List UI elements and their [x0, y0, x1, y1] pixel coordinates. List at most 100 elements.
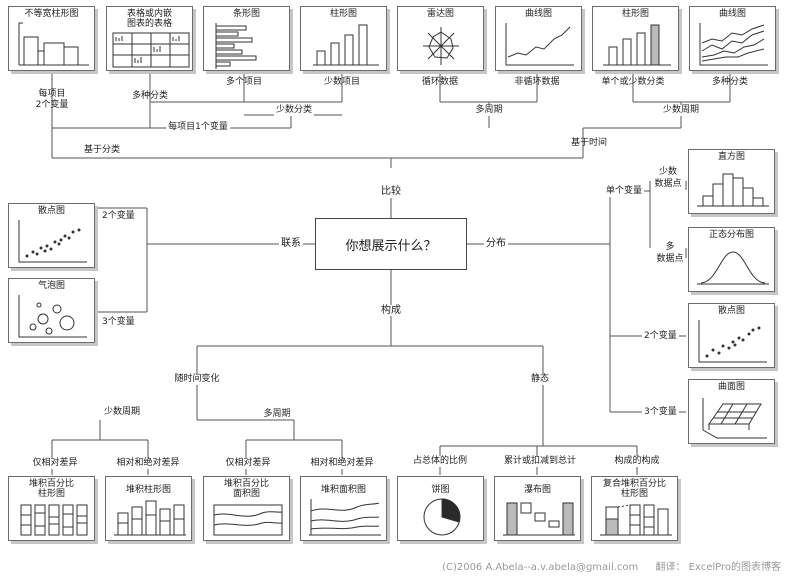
bubble-chart-icon [18, 295, 87, 338]
column-chart-box: 柱形图 [300, 6, 387, 71]
line-chart-icon [505, 23, 574, 66]
scatter-chart-icon [18, 220, 87, 263]
three-vars-label: 3个变量 [102, 317, 135, 327]
stacked-pct-area-icon [213, 504, 283, 536]
few-periods-label: 少数周期 [660, 105, 702, 116]
few-periods-comp-label: 少数周期 [103, 407, 141, 417]
chart-title: 雷达图 [426, 9, 454, 19]
one-var-per-item-label: 每项目1个变量 [166, 122, 230, 133]
single-or-few-categories-label: 单个或少数分类 [601, 77, 665, 87]
chart-title: 饼图 [431, 485, 450, 495]
chart-title: 正态分布图 [708, 230, 754, 240]
normal-distribution-icon [697, 251, 769, 285]
relative-only-label-2: 仅相对差异 [223, 458, 273, 469]
chart-title: 堆积面积图 [320, 485, 366, 495]
distribution-branch-label: 分布 [484, 238, 508, 249]
line-chart-2-box: 曲线图 [689, 6, 776, 71]
chart-title: 瀑布图 [523, 485, 551, 495]
stacked-pct-column-sub-icon [600, 504, 672, 536]
based-on-category-label: 基于分类 [83, 145, 121, 155]
surface-chart-icon [702, 398, 767, 439]
column-chart-2-box: 柱形图 [592, 6, 679, 71]
cyclic-label: 循环数据 [421, 77, 459, 87]
column-chart-2-icon [603, 24, 671, 66]
chart-title: 堆积百分比 柱形图 [28, 479, 74, 499]
bar-chart-icon [215, 23, 257, 69]
few-categories-label: 少数分类 [273, 105, 315, 116]
many-periods-label: 多周期 [473, 105, 505, 116]
relationship-branch-label: 联系 [279, 238, 303, 249]
stacked-column-box: 堆积柱形图 [105, 476, 192, 541]
scatter-chart-2-box: 散点图 [688, 303, 775, 368]
stacked-pct-column-icon [20, 504, 88, 536]
over-time-label: 随时间变化 [172, 374, 222, 385]
many-categories-label: 多种分类 [131, 91, 169, 101]
pie-chart-icon [423, 498, 461, 536]
relative-absolute-label-2: 相对和绝对差异 [308, 458, 376, 469]
chart-title: 散点图 [37, 206, 65, 216]
composition-branch-label: 构成 [378, 305, 404, 316]
chart-title: 复合堆积百分比 柱形图 [602, 479, 666, 499]
normal-distribution-box: 正态分布图 [688, 227, 775, 292]
many-items-label: 多个项目 [225, 77, 263, 87]
chart-title: 柱形图 [329, 9, 357, 19]
stacked-column-icon [114, 500, 186, 536]
credit-text: (C)2006 A.Abela--a.v.abela@gmail.com [442, 562, 639, 573]
chart-title: 曲线图 [524, 9, 552, 19]
share-of-total-label: 占总体的比例 [410, 456, 470, 467]
line-chart-box: 曲线图 [495, 6, 582, 71]
scatter-chart-2-icon [698, 320, 767, 363]
many-periods-comp-label: 多周期 [263, 409, 291, 419]
footer: (C)2006 A.Abela--a.v.abela@gmail.com 翻译：… [428, 558, 781, 573]
components-of-components-label: 构成的构成 [612, 456, 662, 467]
stacked-pct-column-sub-box: 复合堆积百分比 柱形图 [591, 476, 678, 541]
variable-width-column-chart-box: 不等宽柱形图 [8, 6, 95, 71]
translation-credit: 翻译： ExcelPro的图表博客 [655, 562, 781, 573]
single-var-label: 单个变量 [604, 186, 645, 197]
relative-absolute-label-1: 相对和绝对差异 [114, 458, 182, 469]
bar-chart-box: 条形图 [203, 6, 290, 71]
chart-title: 柱形图 [621, 9, 649, 19]
chart-title: 条形图 [232, 9, 260, 19]
stacked-area-box: 堆积面积图 [300, 476, 387, 541]
chart-title: 堆积柱形图 [125, 485, 171, 495]
few-points-label: 少数 数据点 [654, 167, 682, 189]
variable-width-column-icon [18, 22, 89, 66]
radar-chart-icon [423, 27, 459, 65]
stacked-pct-area-box: 堆积百分比 面积图 [203, 476, 290, 541]
relative-only-label-1: 仅相对差异 [30, 458, 80, 469]
chart-title: 曲面图 [717, 382, 745, 392]
table-embedded-chart-box: 表格或内嵌 图表的表格 [106, 6, 193, 71]
based-on-time-label: 基于时间 [570, 138, 608, 148]
pie-chart-box: 饼图 [397, 476, 484, 541]
chart-title: 气泡图 [37, 281, 65, 291]
histogram-box: 直方图 [688, 149, 775, 214]
surface-chart-box: 曲面图 [688, 379, 775, 444]
chart-title: 不等宽柱形图 [24, 9, 79, 19]
scatter-chart-box: 散点图 [8, 203, 95, 268]
accumulation-label: 累计或扣减到总计 [501, 456, 579, 467]
waterfall-chart-icon [503, 502, 575, 536]
two-vars-label: 2个变量 [102, 211, 135, 221]
line-chart-2-icon [699, 23, 768, 66]
bubble-chart-box: 气泡图 [8, 278, 95, 343]
column-chart-icon [313, 24, 379, 66]
chart-title: 直方图 [717, 152, 745, 162]
radar-chart-box: 雷达图 [397, 6, 484, 71]
chart-title: 堆积百分比 面积图 [223, 479, 269, 499]
many-categories-label-2: 多种分类 [711, 77, 749, 87]
histogram-icon [697, 173, 769, 207]
center-question: 你想展示什么？ [315, 218, 467, 270]
stacked-pct-column-box: 堆积百分比 柱形图 [8, 476, 95, 541]
table-embedded-icon [112, 32, 190, 68]
chart-title: 表格或内嵌 图表的表格 [126, 9, 172, 29]
stacked-area-icon [309, 499, 381, 536]
few-items-label: 少数项目 [323, 77, 361, 87]
waterfall-chart-box: 瀑布图 [494, 476, 581, 541]
chart-title: 散点图 [717, 306, 745, 316]
static-label: 静态 [528, 374, 552, 385]
chart-title: 曲线图 [718, 9, 746, 19]
two-vars-per-item-label: 每项目 2个变量 [35, 89, 69, 110]
three-vars-dist-label: 3个变量 [642, 407, 679, 418]
